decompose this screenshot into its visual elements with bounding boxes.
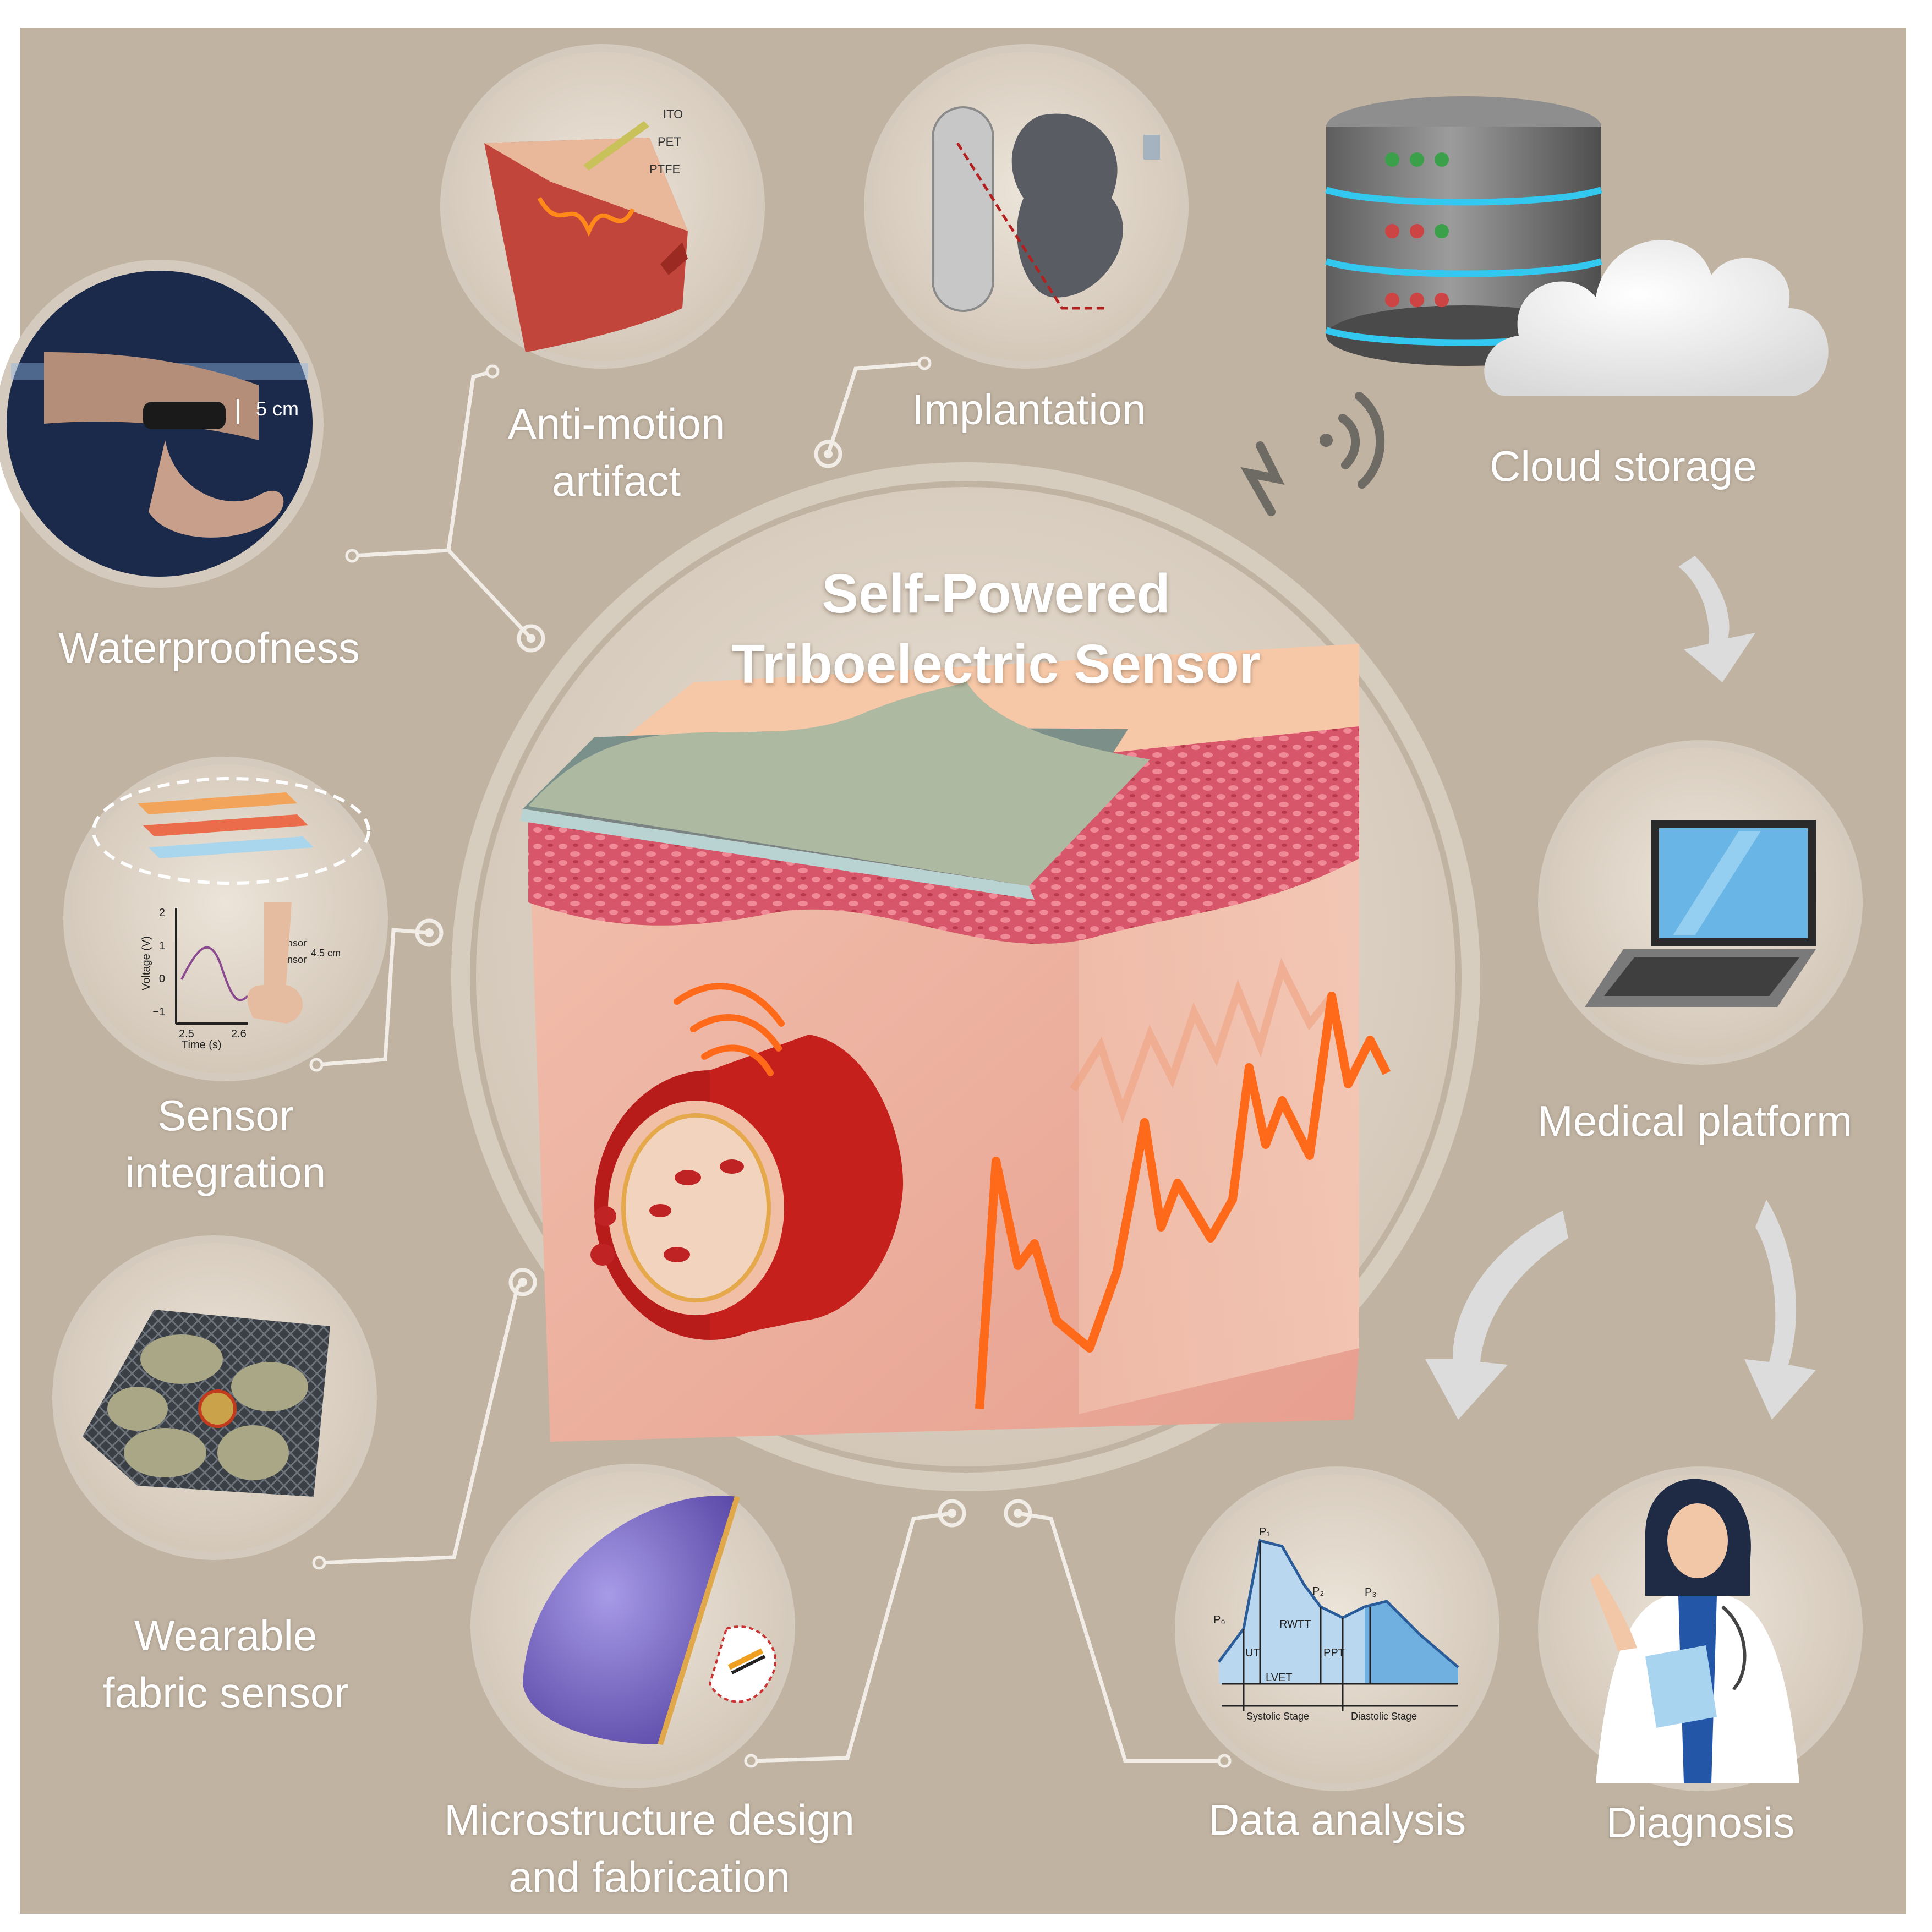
label-diagnosis: Diagnosis <box>1606 1798 1795 1847</box>
microstructure-illustration <box>470 1464 795 1788</box>
label-wearable-fabric-line2: fabric sensor <box>102 1668 349 1717</box>
time-axis-label: Time (s) <box>182 1039 222 1051</box>
sensor-integration-illustration: 2 1 0 −1 2.5 2.6 Time (s) Voltage (V) Se… <box>63 757 388 1081</box>
diagnosis-illustration <box>1538 1466 1863 1791</box>
central-sensor-illustration <box>451 462 1480 1491</box>
y-tick-1: 1 <box>159 940 165 952</box>
label-anti-motion: Anti-motion artifact <box>462 395 770 510</box>
y-tick-2: 2 <box>159 907 165 919</box>
label-medical-platform: Medical platform <box>1537 1097 1853 1145</box>
curved-arrow-icon <box>1425 1200 1816 1420</box>
label-wearable-fabric: Wearable fabric sensor <box>55 1607 396 1721</box>
depth-label: 5 cm <box>256 397 299 420</box>
main-title-line2: Triboelectric Sensor <box>731 633 1261 695</box>
layer-ito: ITO <box>663 107 683 121</box>
label-data-analysis: Data analysis <box>1208 1796 1466 1844</box>
doctor-icon <box>1590 1479 1799 1783</box>
down-arrow-icon <box>1678 556 1755 682</box>
label-microstructure-line2: and fabrication <box>508 1853 790 1901</box>
voltage-axis-label: Voltage (V) <box>140 936 152 990</box>
label-sensor-integration-line1: Sensor <box>157 1091 294 1140</box>
label-sensor-integration: Sensor integration <box>61 1087 391 1201</box>
label-sensor-integration-line2: integration <box>125 1148 326 1197</box>
interval-rwtt: RWTT <box>1279 1618 1311 1630</box>
label-cloud-storage: Cloud storage <box>1490 442 1757 490</box>
y-tick-neg1: −1 <box>152 1006 165 1018</box>
label-waterproofness: Waterproofness <box>58 623 360 672</box>
stage-diastolic: Diastolic Stage <box>1351 1711 1417 1722</box>
x-tick-2-6: 2.6 <box>231 1028 247 1040</box>
sensor-distance-label: 4.5 cm <box>311 948 341 959</box>
point-p1: P₁ <box>1259 1526 1270 1538</box>
point-p3: P₃ <box>1365 1586 1376 1599</box>
data-analysis-illustration: P₁ P₂ P₃ P₀ RWTT UT PPT LVET Systolic St… <box>1175 1466 1499 1791</box>
waterproofness-illustration: 5 cm <box>0 260 324 588</box>
medical-platform-illustration <box>1538 740 1863 1065</box>
interval-ppt: PPT <box>1323 1647 1345 1659</box>
connector-nodes <box>309 356 1232 1768</box>
label-microstructure-line1: Microstructure design <box>444 1796 855 1844</box>
label-implantation: Implantation <box>912 385 1146 434</box>
main-title: Self-Powered Triboelectric Sensor <box>578 559 1414 699</box>
laptop-icon <box>1585 820 1816 1007</box>
point-p0: P₀ <box>1213 1614 1225 1626</box>
connector-lines <box>316 361 1224 1763</box>
y-tick-0: 0 <box>159 973 165 985</box>
implantation-illustration <box>864 44 1189 369</box>
label-anti-motion-line1: Anti-motion <box>507 399 725 448</box>
interval-lvet: LVET <box>1266 1672 1293 1684</box>
x-tick-2-5: 2.5 <box>179 1028 194 1040</box>
anti-motion-illustration: ITO PET PTFE <box>440 44 765 369</box>
label-microstructure: Microstructure design and fabrication <box>396 1791 902 1906</box>
label-wearable-fabric-line1: Wearable <box>134 1611 318 1660</box>
point-p2: P₂ <box>1312 1585 1324 1597</box>
stage-systolic: Systolic Stage <box>1246 1711 1309 1722</box>
main-title-line1: Self-Powered <box>822 563 1170 625</box>
layer-pet: PET <box>658 135 681 149</box>
interval-ut: UT <box>1245 1647 1260 1659</box>
wifi-signal-icon <box>1240 392 1385 516</box>
wearable-fabric-illustration <box>52 1235 377 1560</box>
label-anti-motion-line2: artifact <box>551 457 681 505</box>
layer-ptfe: PTFE <box>649 162 680 176</box>
cloud-icon <box>1484 239 1829 396</box>
